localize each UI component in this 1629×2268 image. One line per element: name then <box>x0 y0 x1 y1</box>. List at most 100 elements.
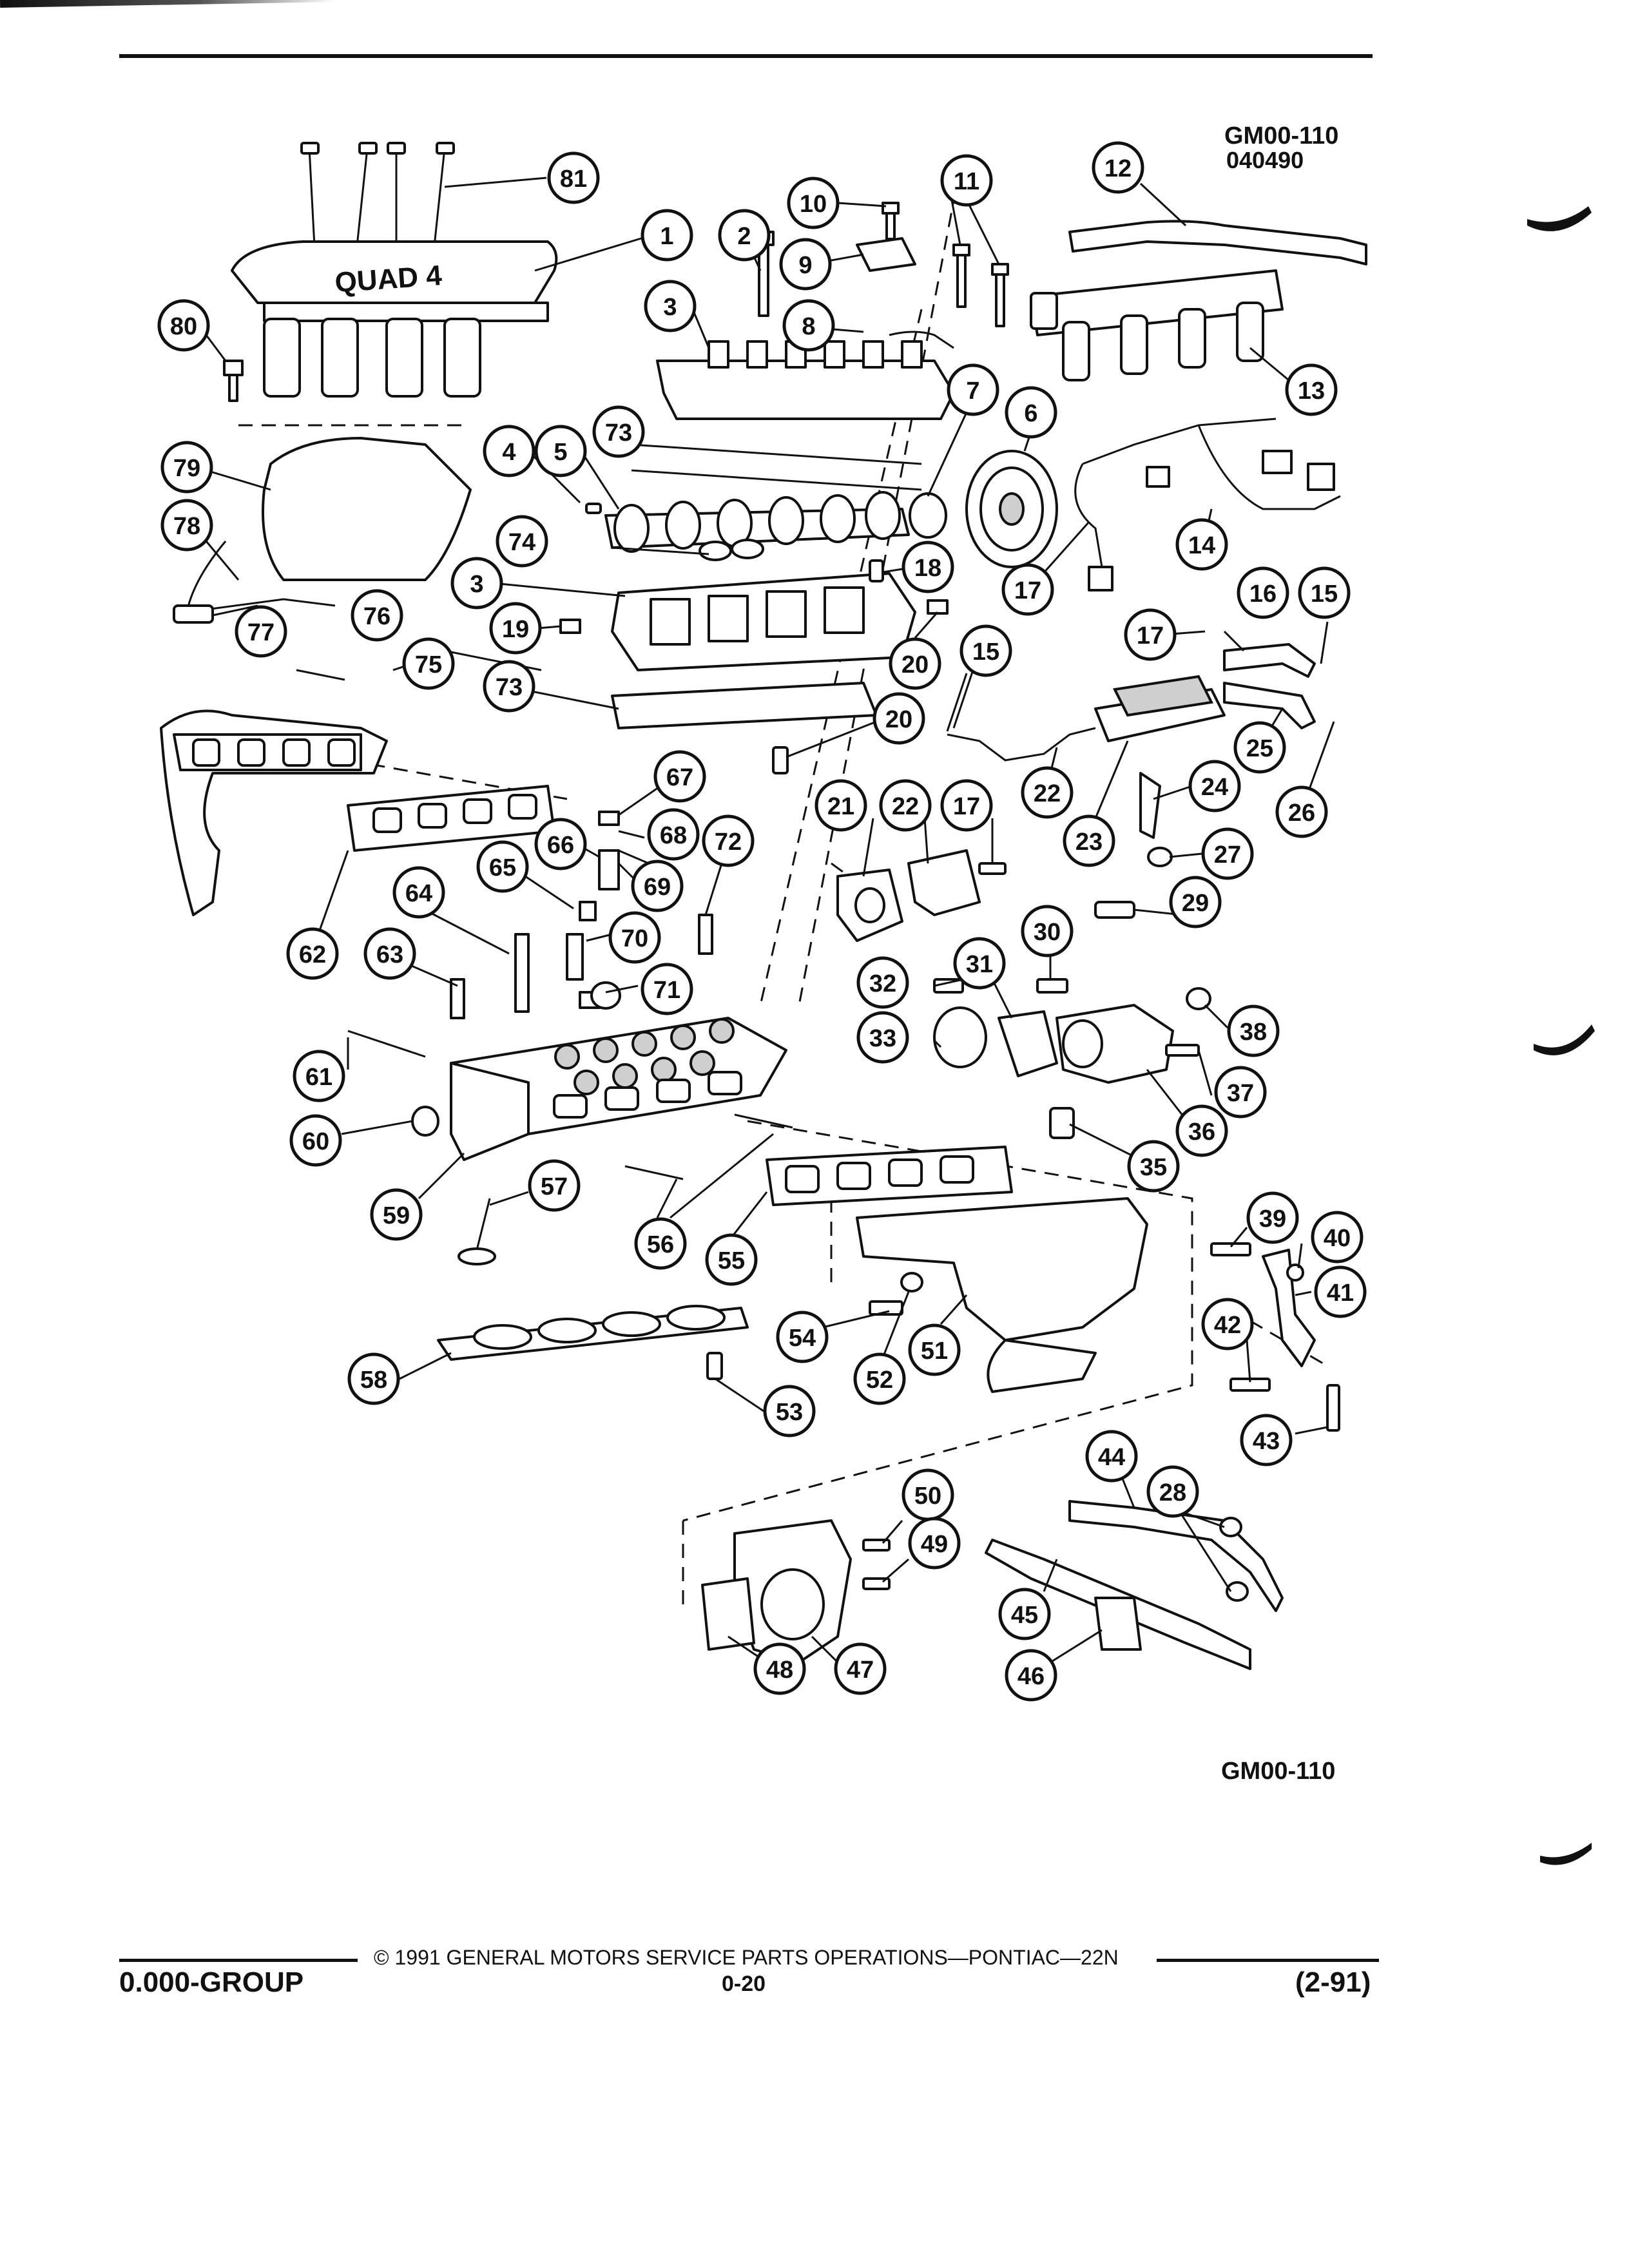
svg-text:12: 12 <box>1104 155 1132 182</box>
callout-29-lower: 28 <box>1146 1465 1199 1518</box>
callout-15-right: 15 <box>1298 566 1351 619</box>
svg-text:74: 74 <box>508 529 535 556</box>
svg-text:67: 67 <box>666 764 693 791</box>
callout-7: 7 <box>947 363 999 416</box>
callout-10: 10 <box>787 177 840 229</box>
exhaust-header <box>160 709 388 916</box>
svg-text:81: 81 <box>560 166 587 193</box>
callout-43: 43 <box>1240 1414 1293 1466</box>
callout-78: 78 <box>160 499 213 552</box>
callout-47: 47 <box>834 1642 887 1695</box>
svg-text:29: 29 <box>1182 890 1209 917</box>
callout-64: 64 <box>392 866 445 919</box>
injector-harness <box>1074 418 1341 568</box>
svg-text:42: 42 <box>1214 1312 1241 1339</box>
footer-revision: (2-91) <box>1295 1966 1371 1998</box>
exhaust-manifold-51 <box>856 1197 1148 1393</box>
callout-13: 13 <box>1285 363 1338 416</box>
callout-16: 16 <box>1237 566 1289 619</box>
water-outlet-36 <box>1055 1004 1174 1084</box>
callout-62: 62 <box>286 927 339 980</box>
svg-text:24: 24 <box>1201 774 1228 801</box>
svg-text:11: 11 <box>954 168 979 195</box>
ignition-module-25 <box>1094 675 1226 742</box>
svg-text:44: 44 <box>1098 1444 1125 1471</box>
svg-text:31: 31 <box>966 951 993 978</box>
callout-39: 39 <box>1246 1191 1299 1244</box>
svg-text:30: 30 <box>1034 919 1061 946</box>
camshaft-housing-lower <box>611 572 916 671</box>
screws-49-50 <box>862 1539 891 1590</box>
vacuum-hose-24 <box>947 727 1096 762</box>
svg-text:15: 15 <box>1311 581 1338 608</box>
footer-copyright: © 1991 GENERAL MOTORS SERVICE PARTS OPER… <box>374 1946 1119 1969</box>
figure-date: 040490 <box>1226 147 1304 173</box>
plate-23 <box>907 849 981 916</box>
callout-19: 18 <box>901 541 954 593</box>
figure-code: GM00-110 <box>1224 122 1339 149</box>
callout-3-lower: 3 <box>450 557 503 610</box>
callout-24: 22 <box>1021 766 1074 819</box>
callout-49: 49 <box>908 1517 961 1570</box>
callout-12: 12 <box>1092 141 1144 194</box>
callout-9: 9 <box>779 238 832 291</box>
callout-8: 8 <box>782 299 835 352</box>
svg-text:66: 66 <box>547 832 574 859</box>
plug-20-left <box>559 619 581 634</box>
plug-20-right <box>927 599 949 615</box>
bracket-22 <box>836 869 903 942</box>
clamp-29 <box>1147 847 1173 867</box>
callout-69: 69 <box>631 860 684 912</box>
callout-31: 30 <box>1021 905 1074 957</box>
sensor-35 <box>1049 1107 1075 1139</box>
plug-38 <box>1186 987 1211 1010</box>
callout-58: 58 <box>347 1352 400 1405</box>
svg-text:17: 17 <box>953 793 980 820</box>
callout-45: 45 <box>998 1588 1051 1640</box>
svg-text:39: 39 <box>1259 1206 1286 1233</box>
callout-68: 68 <box>647 808 700 861</box>
callout-1: 1 <box>641 209 693 262</box>
svg-text:56: 56 <box>647 1231 674 1258</box>
svg-text:27: 27 <box>1214 841 1241 869</box>
footer-rule-left <box>119 1959 358 1962</box>
svg-text:22: 22 <box>892 793 919 820</box>
svg-text:5: 5 <box>554 439 567 466</box>
svg-text:64: 64 <box>405 880 432 907</box>
svg-text:54: 54 <box>789 1325 816 1352</box>
svg-text:10: 10 <box>800 191 827 218</box>
callout-54: 54 <box>776 1311 829 1363</box>
callout-57: 57 <box>528 1159 581 1212</box>
callout-21: 20 <box>872 692 925 745</box>
svg-text:57: 57 <box>541 1173 568 1200</box>
figure-code-bottom: GM00-110 <box>1221 1758 1336 1785</box>
callout-40: 40 <box>1311 1211 1364 1264</box>
hose-27 <box>1223 682 1316 729</box>
callout-41: 41 <box>1314 1265 1367 1318</box>
callout-4: 4 <box>483 425 535 477</box>
exhaust-gasket-55 <box>766 1146 1013 1206</box>
callout-37: 37 <box>1214 1066 1267 1119</box>
bracket-8 <box>889 331 954 349</box>
head-gasket-58 <box>437 1305 749 1361</box>
svg-text:79: 79 <box>173 455 200 482</box>
footer-rule-right <box>1157 1959 1379 1962</box>
svg-text:17: 17 <box>1137 622 1164 649</box>
svg-text:50: 50 <box>914 1483 941 1510</box>
svg-text:4: 4 <box>502 439 516 466</box>
svg-text:73: 73 <box>605 419 632 447</box>
svg-text:15: 15 <box>972 639 999 666</box>
svg-text:3: 3 <box>663 294 677 321</box>
callout-70: 70 <box>608 911 661 964</box>
svg-text:20: 20 <box>901 651 929 678</box>
callout-26: 24 <box>1188 760 1241 812</box>
svg-text:20: 20 <box>885 706 912 733</box>
callout-6: 6 <box>1005 386 1057 439</box>
callout-65: 65 <box>476 840 529 893</box>
callout-33: 32 <box>856 956 909 1009</box>
svg-text:6: 6 <box>1024 400 1037 427</box>
callout-5: 5 <box>534 425 587 477</box>
callout-76: 76 <box>351 589 403 642</box>
svg-text:69: 69 <box>644 874 671 901</box>
